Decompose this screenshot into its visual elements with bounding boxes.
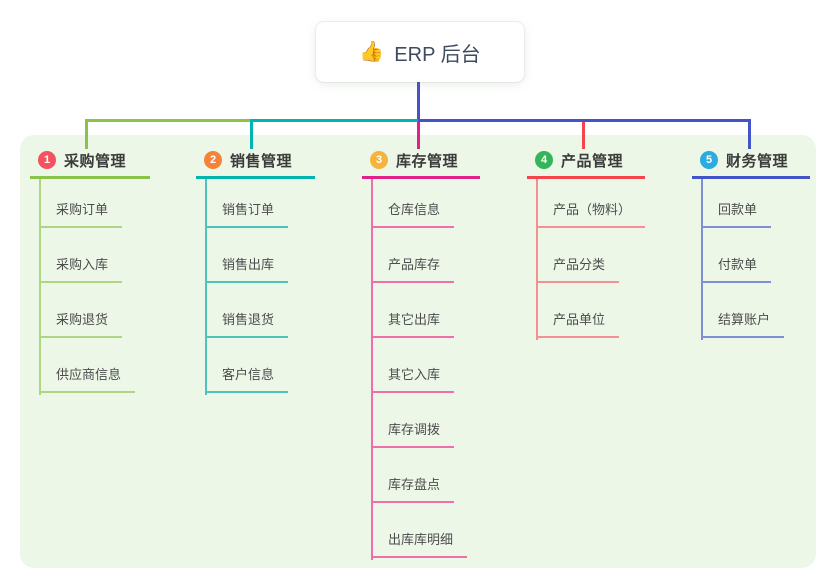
branch-drop-line <box>582 122 585 149</box>
root-connector-line <box>417 82 420 122</box>
children-connector-line <box>701 179 703 340</box>
bus-segment-teal <box>252 119 418 122</box>
root-title: ERP 后台 <box>394 43 481 66</box>
branch-header-4[interactable]: 4 产品管理 <box>535 149 623 171</box>
bus-segment-indigo <box>418 119 751 122</box>
child-item[interactable]: 出库库明细 <box>371 526 468 558</box>
child-item[interactable]: 结算账户 <box>701 306 785 338</box>
child-item[interactable]: 供应商信息 <box>39 361 136 393</box>
branch-drop-line <box>250 119 253 149</box>
child-item[interactable]: 采购退货 <box>39 306 123 338</box>
child-item[interactable]: 客户信息 <box>205 361 289 393</box>
child-item[interactable]: 销售订单 <box>205 196 289 228</box>
branch-underline <box>527 176 645 179</box>
child-item[interactable]: 付款单 <box>701 251 772 283</box>
branch-title: 采购管理 <box>64 152 127 170</box>
child-item[interactable]: 销售出库 <box>205 251 289 283</box>
child-item[interactable]: 其它入库 <box>371 361 455 393</box>
branch-title: 库存管理 <box>396 152 459 170</box>
branch-underline <box>692 176 810 179</box>
branch-title: 产品管理 <box>561 152 624 170</box>
children-connector-line <box>536 179 538 340</box>
child-item[interactable]: 库存调拨 <box>371 416 455 448</box>
child-item[interactable]: 回款单 <box>701 196 772 228</box>
branch-header-5[interactable]: 5 财务管理 <box>700 149 788 171</box>
child-item[interactable]: 采购订单 <box>39 196 123 228</box>
branch-header-1[interactable]: 1 采购管理 <box>38 149 126 171</box>
child-item[interactable]: 产品（物料） <box>536 196 646 228</box>
children-connector-line <box>371 179 373 560</box>
child-item[interactable]: 产品单位 <box>536 306 620 338</box>
child-item[interactable]: 仓库信息 <box>371 196 455 228</box>
child-item[interactable]: 产品库存 <box>371 251 455 283</box>
branches-panel <box>20 135 816 568</box>
branch-title: 财务管理 <box>726 152 789 170</box>
branch-header-3[interactable]: 3 库存管理 <box>370 149 458 171</box>
branch-number-badge: 3 <box>370 151 388 169</box>
child-item[interactable]: 产品分类 <box>536 251 620 283</box>
children-connector-line <box>39 179 41 395</box>
child-item[interactable]: 其它出库 <box>371 306 455 338</box>
child-item[interactable]: 采购入库 <box>39 251 123 283</box>
branch-title: 销售管理 <box>230 152 293 170</box>
branch-header-2[interactable]: 2 销售管理 <box>204 149 292 171</box>
root-node[interactable]: 👍 ERP 后台 <box>316 22 524 82</box>
branch-drop-line <box>748 119 751 149</box>
branch-drop-line <box>85 119 88 149</box>
bus-segment-green <box>85 119 252 122</box>
branch-number-badge: 2 <box>204 151 222 169</box>
thumbs-up-icon: 👍 <box>359 41 385 63</box>
child-item[interactable]: 库存盘点 <box>371 471 455 503</box>
branch-drop-line <box>417 122 420 149</box>
branch-underline <box>196 176 315 179</box>
branch-underline <box>362 176 480 179</box>
branch-number-badge: 5 <box>700 151 718 169</box>
branch-number-badge: 4 <box>535 151 553 169</box>
child-item[interactable]: 销售退货 <box>205 306 289 338</box>
branch-number-badge: 1 <box>38 151 56 169</box>
branch-underline <box>30 176 150 179</box>
children-connector-line <box>205 179 207 395</box>
